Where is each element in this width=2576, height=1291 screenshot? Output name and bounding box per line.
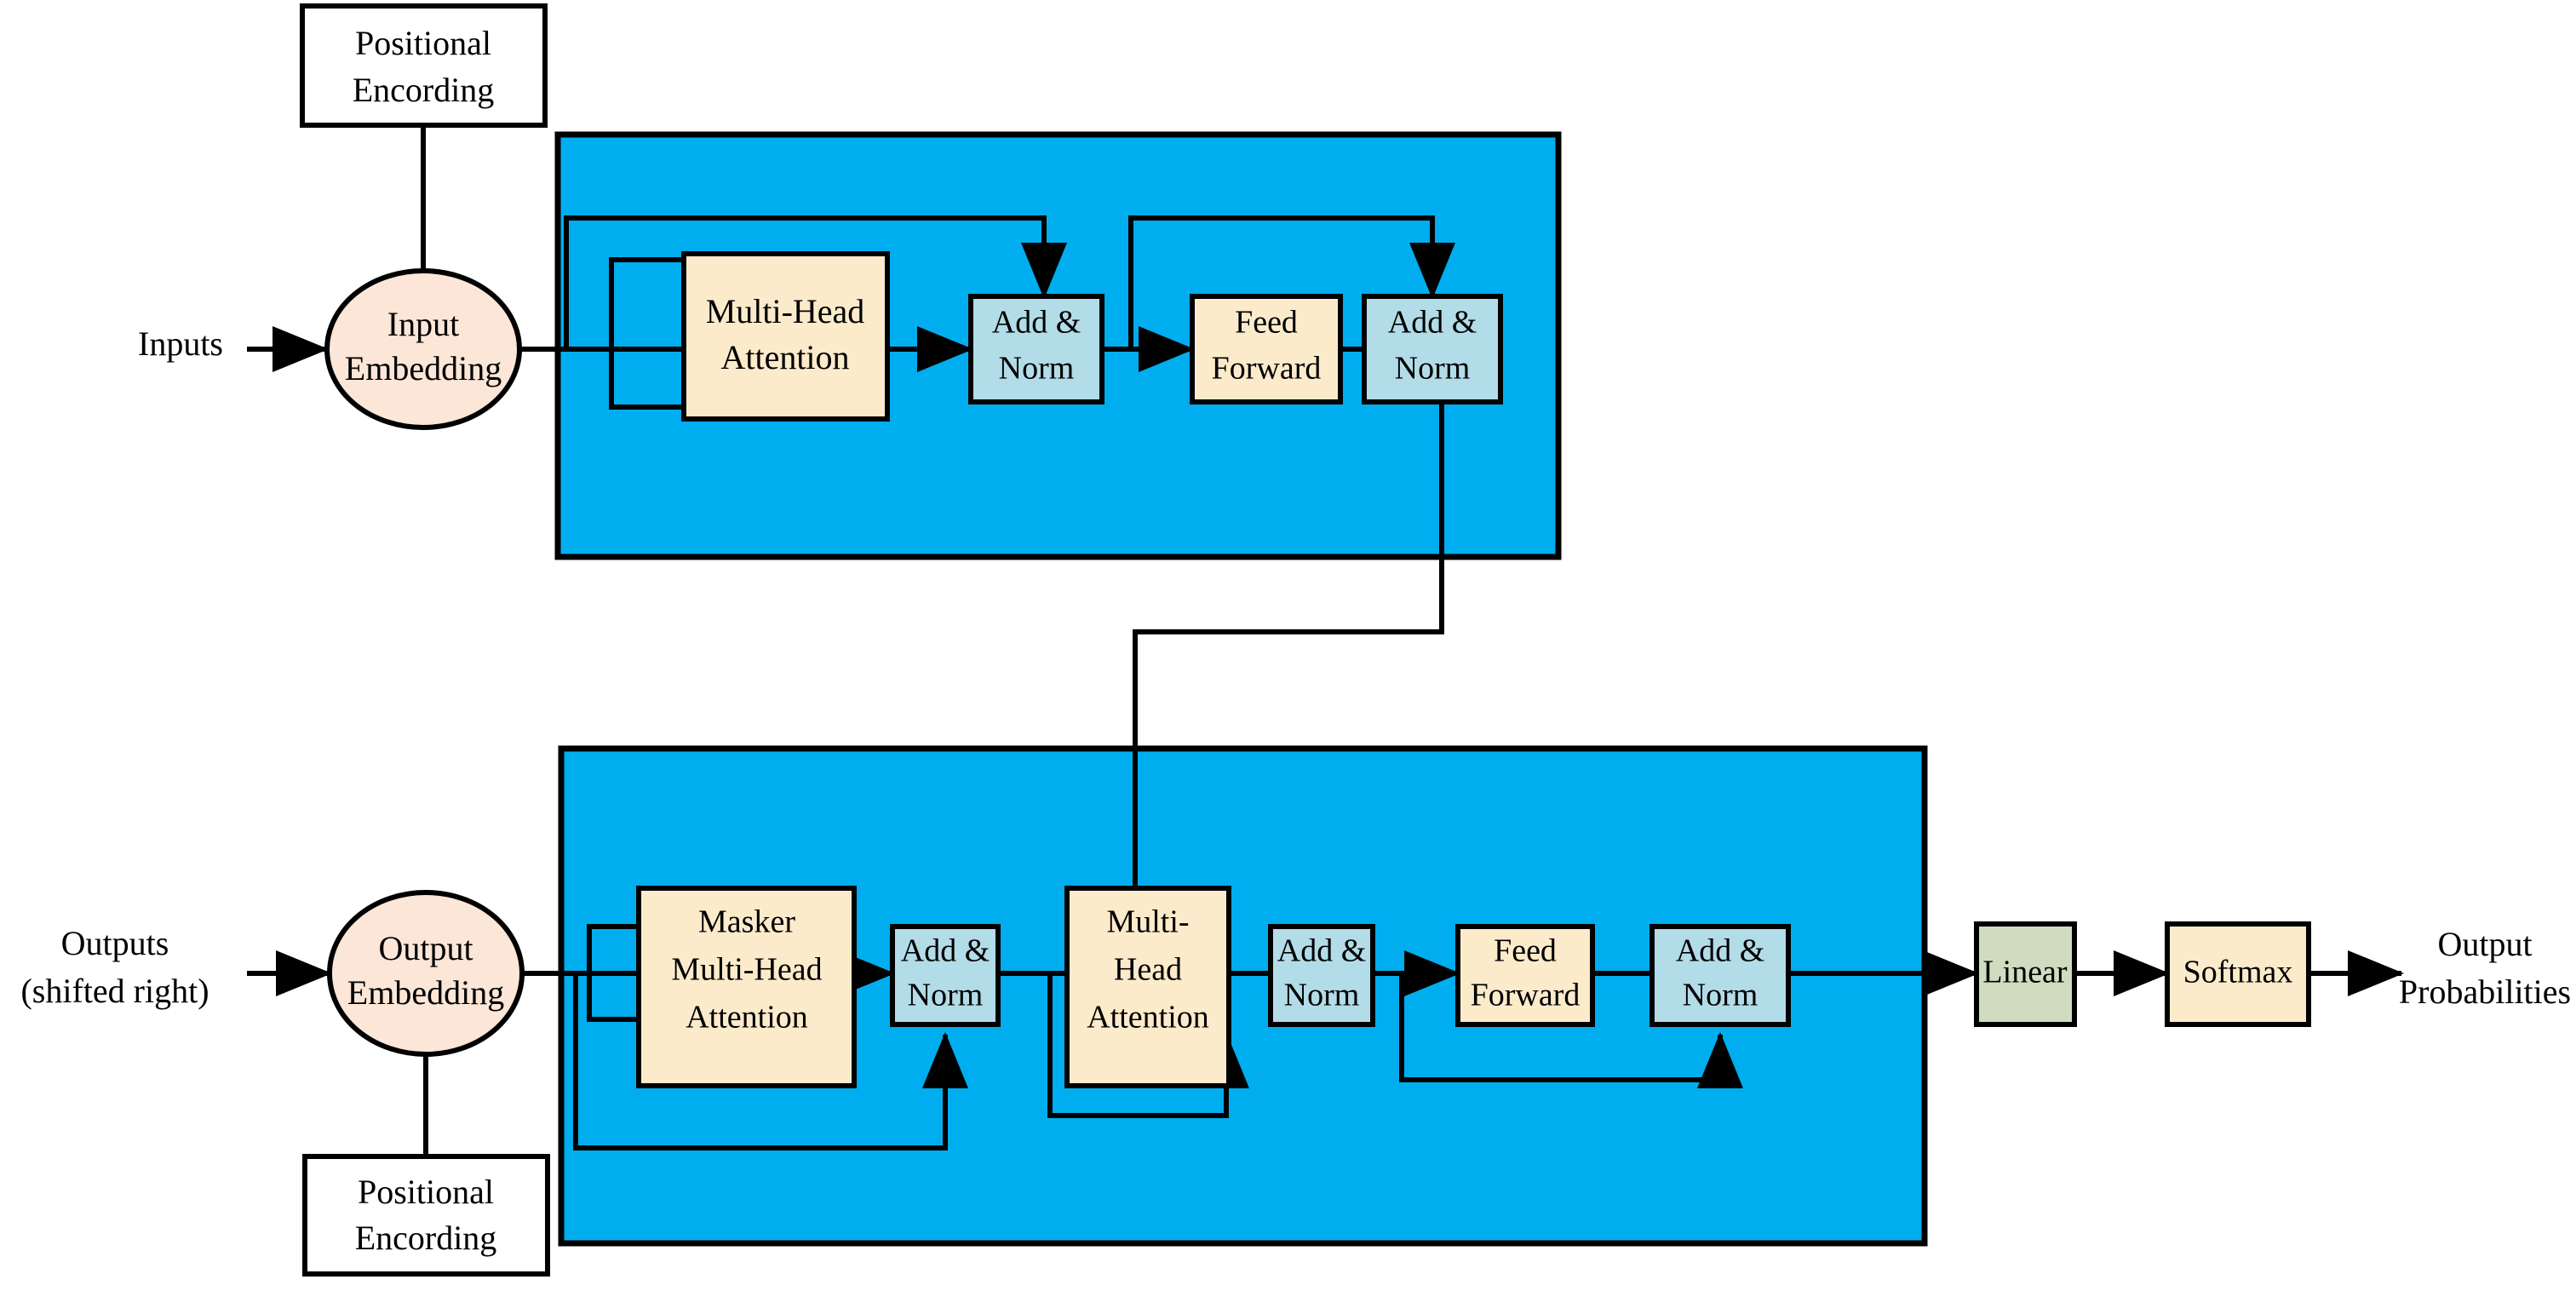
decoder-feed-forward-line1: Feed (1494, 933, 1557, 969)
input-embedding-line1: Input (387, 305, 459, 343)
encoder-multi-head-attention-line1: Multi-Head (706, 292, 865, 330)
output-embedding-line2: Embedding (347, 973, 504, 1012)
edge-enc-qkv-up (609, 257, 686, 349)
positional-encoding-bottom-box (302, 1154, 550, 1277)
positional-encoding-bottom-line1: Positional (358, 1173, 494, 1211)
decoder-add-norm-3-line1: Add & (1676, 933, 1765, 969)
decoder-cross-attention-line3: Attention (1087, 1000, 1209, 1036)
decoder-cross-attention-line1: Multi- (1106, 904, 1189, 940)
outputs-label-line1: Outputs (61, 924, 169, 962)
linear-label: Linear (1982, 955, 2068, 990)
linear-box (1974, 921, 2077, 1027)
decoder-add-norm-3-box (1649, 924, 1791, 1027)
positional-encoding-top-line2: Encording (353, 71, 495, 109)
positional-encoding-bottom-line2: Encording (355, 1219, 497, 1257)
edge-dec-residual-1 (573, 973, 968, 1150)
input-embedding-line2: Embedding (345, 349, 502, 387)
decoder-add-norm-1-box (890, 924, 1001, 1027)
encoder-feed-forward-line1: Feed (1235, 305, 1298, 341)
encoder-add-norm-2-box (1362, 294, 1503, 405)
inputs-label: Inputs (138, 324, 223, 363)
decoder-cross-attention-box (1064, 886, 1231, 1088)
encoder-add-norm-1-line1: Add & (992, 305, 1081, 341)
decoder-masked-mha-line2: Multi-Head (671, 952, 822, 988)
edge-enc-qkv-down (609, 349, 686, 410)
softmax-box (2165, 921, 2311, 1027)
encoder-multi-head-attention-box (681, 251, 890, 422)
edge-encoder-to-decoder-cross (1133, 402, 1444, 903)
encoder-add-norm-1-box (968, 294, 1104, 405)
output-embedding-line1: Output (378, 929, 473, 967)
encoder-multi-head-attention-line2: Attention (720, 338, 849, 376)
decoder-masked-mha-line3: Attention (686, 1000, 808, 1036)
encoder-add-norm-2-line1: Add & (1388, 305, 1477, 341)
positional-encoding-top-line1: Positional (355, 24, 491, 62)
output-probabilities-line2: Probabilities (2399, 973, 2571, 1011)
decoder-masked-mha-line1: Masker (698, 904, 795, 940)
decoder-add-norm-1-line2: Norm (908, 978, 984, 1013)
edge-dec-residual-3 (1399, 973, 1743, 1088)
encoder-feed-forward-box (1190, 294, 1343, 405)
softmax-label: Softmax (2183, 955, 2293, 990)
edge-enc-residual-2 (1128, 215, 1455, 349)
edge-dec-qkv-down (587, 973, 640, 1022)
decoder-cross-attention-line2: Head (1114, 952, 1182, 988)
decoder-add-norm-1-line1: Add & (901, 933, 990, 969)
decoder-feed-forward-line2: Forward (1471, 978, 1581, 1013)
decoder-add-norm-3-line2: Norm (1683, 978, 1758, 1013)
decoder-add-norm-2-box (1268, 924, 1375, 1027)
decoder-masked-multi-head-attention-box (636, 886, 857, 1088)
encoder-add-norm-1-line2: Norm (999, 351, 1075, 387)
output-probabilities-line1: Output (2437, 925, 2532, 963)
encoder-add-norm-2-line2: Norm (1395, 351, 1471, 387)
input-embedding-node (324, 268, 522, 430)
outputs-label-line2: (shifted right) (20, 972, 209, 1010)
encoder-feed-forward-line2: Forward (1212, 351, 1322, 387)
decoder-add-norm-2-line1: Add & (1277, 933, 1367, 969)
edge-dec-qkv-up (587, 924, 640, 973)
decoder-feed-forward-box (1455, 924, 1595, 1027)
positional-encoding-top-box (300, 3, 548, 128)
decoder-add-norm-2-line2: Norm (1284, 978, 1360, 1013)
edge-enc-residual-1 (564, 215, 1067, 349)
